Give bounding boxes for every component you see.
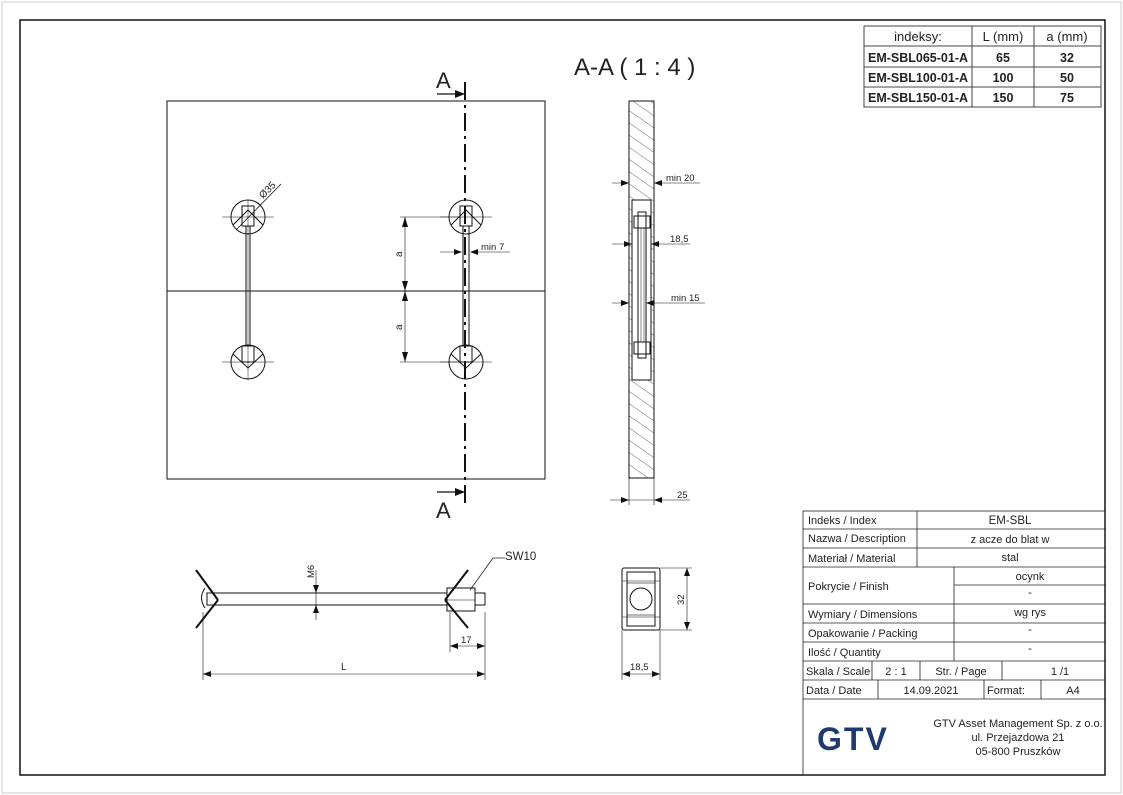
date-label: Data / Date	[806, 685, 862, 697]
section-view: A-A ( 1 : 4 ) min 20 18,5 min 15 25	[574, 54, 705, 505]
section-title: A-A ( 1 : 4 )	[574, 54, 695, 81]
quantity-value: -	[1028, 643, 1032, 655]
format-value: A4	[1066, 685, 1079, 697]
index-row-code: EM-SBL100-01-A	[868, 71, 968, 85]
dim-m6: M6	[306, 565, 317, 578]
dim-32: 32	[676, 594, 687, 605]
dim-a-top: a	[394, 251, 405, 257]
dim-min15: min 15	[671, 293, 700, 304]
quantity-label: Ilość / Quantity	[808, 647, 881, 659]
gtv-logo: GTV	[817, 721, 889, 757]
connector-side-view: SW10 M6 17 L	[195, 551, 536, 680]
company-name: GTV Asset Management Sp. z o.o.	[933, 718, 1102, 730]
scale-value: 2 : 1	[885, 666, 906, 678]
dim-min20: min 20	[666, 173, 695, 184]
page-value: 1 /1	[1051, 666, 1069, 678]
index-table: indeksy: L (mm) a (mm) EM-SBL065-01-A 65…	[863, 25, 1102, 108]
index-row-a: 32	[1060, 51, 1074, 65]
dim-18-5-nut: 18,5	[630, 662, 649, 673]
dim-25: 25	[677, 490, 688, 501]
index-value: EM-SBL	[989, 515, 1032, 527]
recess-section	[631, 199, 652, 381]
material-value: stal	[1001, 552, 1018, 564]
page-label: Str. / Page	[935, 666, 986, 678]
dim-18-5-section: 18,5	[670, 234, 689, 245]
dim-diameter: Ø35	[257, 180, 278, 201]
dimensions-label: Wymiary / Dimensions	[808, 609, 918, 621]
dim-L: L	[341, 662, 347, 673]
dim-17: 17	[461, 635, 472, 646]
scale-label: Skala / Scale	[806, 666, 870, 678]
packing-label: Opakowanie / Packing	[808, 628, 917, 640]
format-label: Format:	[987, 685, 1025, 697]
dim-sw10: SW10	[505, 551, 536, 563]
index-row-a: 75	[1060, 91, 1074, 105]
top-view: A A Ø35	[166, 68, 546, 523]
description-value: z acze do blat w	[971, 534, 1050, 546]
date-value: 14.09.2021	[903, 685, 958, 697]
index-label: Indeks / Index	[808, 515, 877, 527]
index-header-l: L (mm)	[983, 29, 1024, 44]
index-row-code: EM-SBL150-01-A	[868, 91, 968, 105]
section-marker-bottom: A	[436, 498, 451, 523]
finish-value-2: -	[1028, 587, 1032, 599]
dim-a-bottom: a	[394, 324, 405, 330]
connector-left	[222, 199, 274, 380]
description-label: Nazwa / Description	[808, 533, 906, 545]
index-row-l: 150	[993, 91, 1014, 105]
packing-value: -	[1028, 624, 1032, 636]
index-row-a: 50	[1060, 71, 1074, 85]
index-header-a: a (mm)	[1046, 29, 1087, 44]
index-row-code: EM-SBL065-01-A	[868, 51, 968, 65]
index-header-label: indeksy:	[894, 29, 942, 44]
connector-right	[440, 199, 492, 380]
material-label: Materiał / Material	[808, 553, 895, 565]
company-city: 05-800 Pruszków	[976, 746, 1061, 758]
drawing-frame	[19, 19, 1106, 776]
dim-min7: min 7	[481, 242, 504, 253]
index-row-l: 65	[996, 51, 1010, 65]
dimensions-value: wg rys	[1013, 607, 1046, 619]
title-block-text: Indeks / Index EM-SBL Nazwa / Descriptio…	[806, 515, 1103, 758]
company-street: ul. Przejazdowa 21	[972, 732, 1065, 744]
section-marker-top: A	[436, 68, 451, 93]
plate-outline	[166, 100, 546, 480]
index-row-l: 100	[993, 71, 1014, 85]
nut-view: 32 18,5	[621, 567, 692, 680]
finish-label: Pokrycie / Finish	[808, 581, 889, 593]
title-block	[802, 510, 1106, 776]
finish-value-1: ocynk	[1016, 571, 1045, 583]
